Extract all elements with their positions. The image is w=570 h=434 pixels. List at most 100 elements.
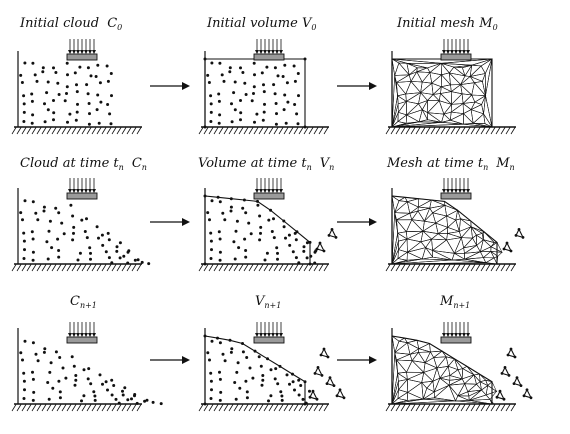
ground-r2-c2 xyxy=(385,403,516,412)
mesh-triangle xyxy=(435,222,449,235)
arrows xyxy=(150,82,377,364)
mesh-triangle xyxy=(450,84,463,95)
particle xyxy=(229,209,233,213)
particle xyxy=(281,75,285,78)
particle xyxy=(74,118,78,122)
particle xyxy=(22,397,26,400)
fragment xyxy=(523,388,533,399)
boundary-node xyxy=(241,342,244,345)
fragment-node xyxy=(503,366,507,369)
particle xyxy=(299,384,303,387)
mesh-triangle xyxy=(447,227,460,234)
particle xyxy=(31,250,35,254)
particle xyxy=(261,378,265,382)
particle xyxy=(56,81,60,85)
particle xyxy=(228,70,232,74)
particle xyxy=(86,66,90,70)
mesh-triangle xyxy=(406,201,419,214)
particle xyxy=(23,248,26,252)
particle xyxy=(100,233,104,237)
particle xyxy=(66,73,69,77)
particle xyxy=(23,61,27,65)
arrow-r2-1 xyxy=(337,356,377,364)
particle xyxy=(31,61,35,65)
particle xyxy=(57,211,61,215)
particle xyxy=(275,246,279,250)
particle xyxy=(75,110,79,114)
particle xyxy=(221,352,225,356)
panel-r2-c0 xyxy=(17,321,163,406)
particle xyxy=(145,398,149,402)
particle xyxy=(235,219,239,223)
particle xyxy=(297,94,300,98)
mesh-triangle xyxy=(417,207,431,222)
particle xyxy=(265,65,269,69)
particle xyxy=(34,211,38,215)
particle xyxy=(308,389,311,393)
mesh-triangle xyxy=(485,58,493,128)
mesh-triangle xyxy=(405,109,423,123)
mesh-triangle xyxy=(453,236,465,254)
mesh-triangle xyxy=(457,368,463,380)
particle xyxy=(107,238,111,242)
ground-r1-c2 xyxy=(385,263,516,272)
particle xyxy=(237,246,241,250)
particle xyxy=(207,81,211,84)
fragment xyxy=(507,347,517,358)
particle xyxy=(108,112,112,116)
particle xyxy=(284,236,287,240)
particle xyxy=(276,74,280,78)
boundary-node xyxy=(203,334,207,338)
particle xyxy=(206,73,210,77)
fragment xyxy=(515,228,525,239)
particle xyxy=(259,364,263,368)
mesh-triangle xyxy=(481,95,486,114)
particle xyxy=(52,111,56,115)
particle xyxy=(47,397,51,401)
particle xyxy=(48,219,52,223)
panel-r1-c2 xyxy=(391,177,525,266)
mesh-triangle xyxy=(429,205,446,214)
particle xyxy=(220,73,224,77)
particle xyxy=(273,377,277,381)
mesh-triangle xyxy=(469,64,482,78)
particle xyxy=(105,64,109,68)
particle xyxy=(287,233,291,237)
mesh-triangle xyxy=(473,374,481,385)
particle xyxy=(56,237,60,241)
particle xyxy=(69,203,73,207)
mesh-triangle xyxy=(417,351,431,364)
particle xyxy=(122,254,126,258)
particle xyxy=(85,236,89,240)
fragment-node xyxy=(513,355,517,359)
fragment-node xyxy=(316,366,320,369)
particle xyxy=(61,366,65,370)
particle xyxy=(217,230,221,234)
particle xyxy=(234,397,238,401)
particle xyxy=(88,246,92,250)
mesh-triangle xyxy=(397,100,408,114)
particle xyxy=(82,394,86,398)
particle xyxy=(238,386,242,390)
particle xyxy=(133,258,137,262)
particle xyxy=(121,389,124,393)
particle xyxy=(275,112,278,116)
particle xyxy=(21,358,24,362)
particle xyxy=(46,381,50,384)
mesh-triangle xyxy=(407,342,420,355)
fragment xyxy=(326,376,336,387)
particle xyxy=(209,231,213,235)
particle xyxy=(210,339,214,343)
particle xyxy=(62,232,66,236)
boundary-node xyxy=(203,194,207,198)
fragment-node xyxy=(502,247,506,251)
particle xyxy=(72,225,76,229)
particle xyxy=(19,211,23,215)
particle xyxy=(247,221,251,225)
particle xyxy=(110,393,114,397)
particle xyxy=(101,382,104,386)
particle xyxy=(252,92,255,95)
particle xyxy=(269,394,273,398)
